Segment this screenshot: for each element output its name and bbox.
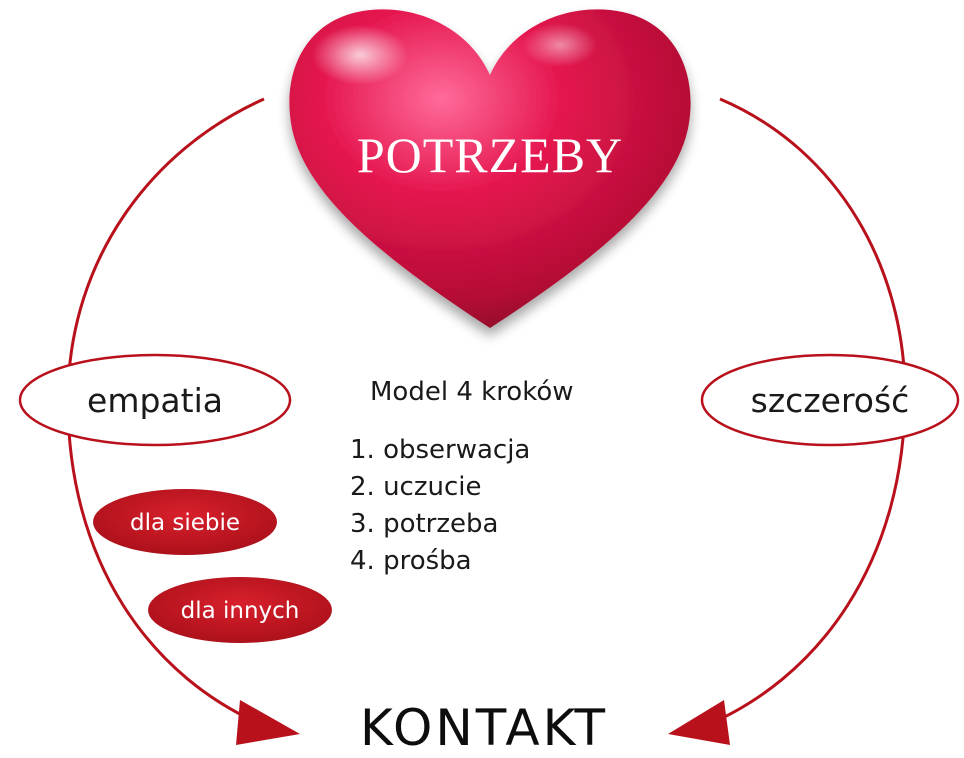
dla-siebie-pill bbox=[93, 489, 277, 555]
heart-icon bbox=[289, 9, 691, 329]
dla-innych-pill bbox=[148, 577, 332, 643]
left-arrowhead bbox=[236, 700, 300, 745]
step-item-2: 2. uczucie bbox=[350, 472, 482, 502]
empatia-oval bbox=[18, 353, 292, 447]
szczerosc-label: szczerość bbox=[751, 381, 910, 420]
empatia-label: empatia bbox=[87, 381, 223, 420]
model-title: Model 4 kroków bbox=[370, 377, 574, 407]
step-item-3: 3. potrzeba bbox=[350, 509, 498, 539]
szczerosc-oval bbox=[700, 353, 960, 447]
right-arrowhead bbox=[668, 700, 730, 745]
step-item-4: 4. prośba bbox=[350, 546, 472, 576]
dla-siebie-label: dla siebie bbox=[130, 510, 240, 536]
kontakt-label: KONTAKT bbox=[360, 699, 608, 757]
step-item-1: 1. obserwacja bbox=[350, 435, 530, 465]
heart-title: POTRZEBY bbox=[357, 127, 623, 183]
dla-innych-label: dla innych bbox=[181, 598, 300, 624]
